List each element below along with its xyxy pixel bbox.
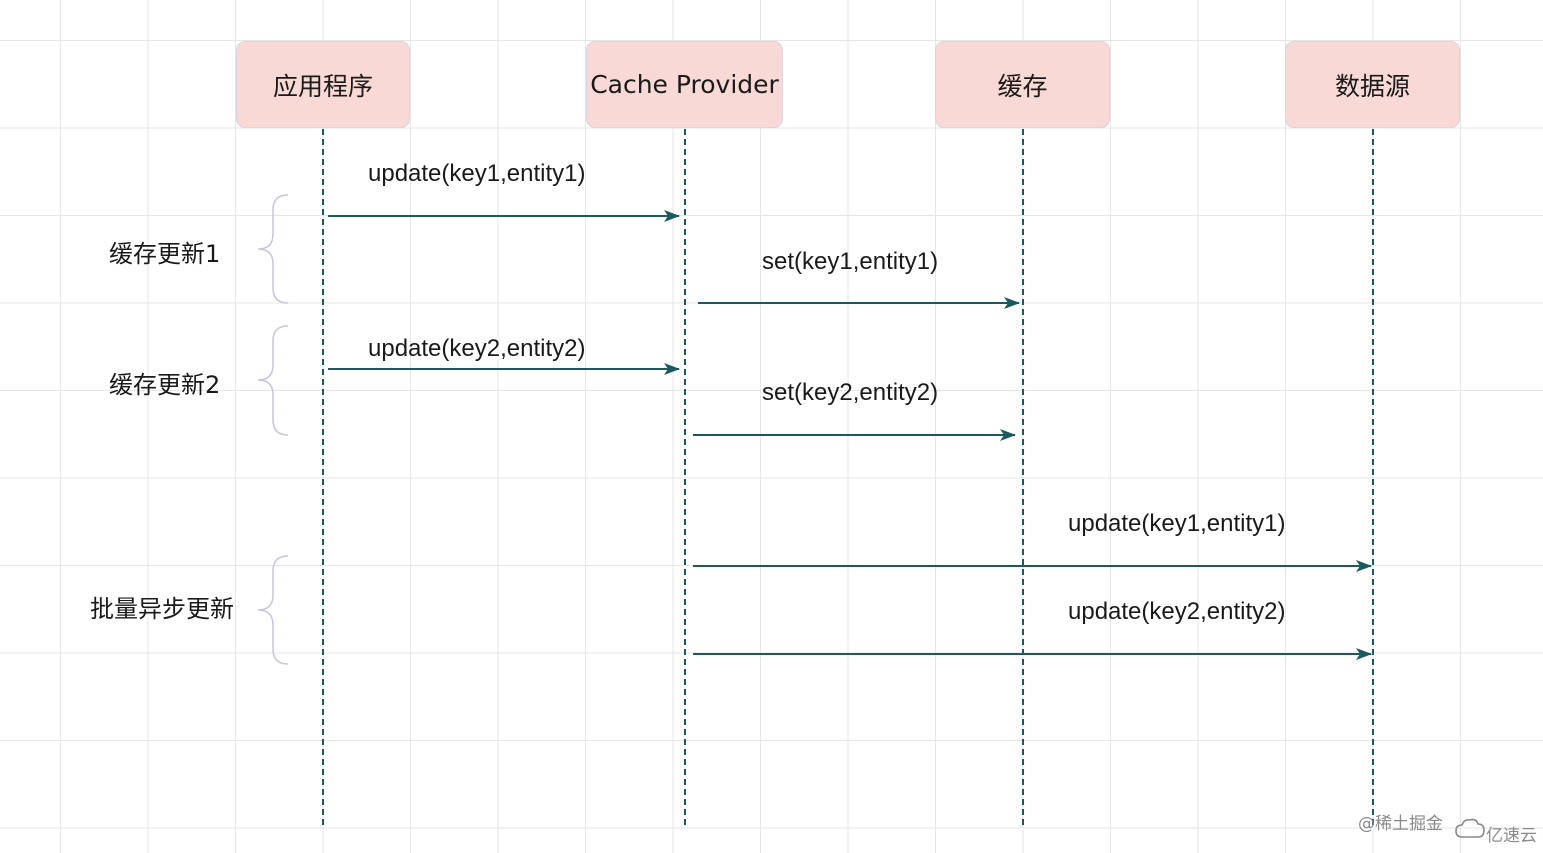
group-brace-2 bbox=[257, 325, 289, 436]
participant-cache-provider: Cache Provider bbox=[586, 41, 783, 128]
message-label-2: set(key1,entity1) bbox=[762, 248, 939, 275]
participant-cache-label: 缓存 bbox=[997, 71, 1048, 101]
watermark-juejin: @稀土掘金 bbox=[1358, 814, 1443, 834]
participant-datasource: 数据源 bbox=[1285, 41, 1460, 128]
message-label-4: set(key2,entity2) bbox=[762, 379, 939, 406]
participant-cache-provider-label: Cache Provider bbox=[590, 70, 779, 99]
group-brace-1 bbox=[257, 194, 289, 304]
group-brace-3 bbox=[257, 555, 289, 665]
message-label-3: update(key2,entity2) bbox=[368, 335, 586, 362]
group-label-3: 批量异步更新 bbox=[90, 595, 234, 623]
group-label-1: 缓存更新1 bbox=[109, 240, 221, 268]
cloud-logo-icon bbox=[1455, 818, 1485, 838]
message-label-1: update(key1,entity1) bbox=[368, 160, 586, 187]
watermark-yisu: 亿速云 bbox=[1486, 826, 1537, 846]
message-label-5: update(key1,entity1) bbox=[1068, 510, 1286, 537]
participant-app: 应用程序 bbox=[236, 41, 410, 128]
participant-cache: 缓存 bbox=[935, 41, 1110, 128]
participant-datasource-label: 数据源 bbox=[1334, 71, 1410, 101]
message-label-6: update(key2,entity2) bbox=[1068, 598, 1286, 625]
group-label-2: 缓存更新2 bbox=[109, 371, 221, 399]
participant-app-label: 应用程序 bbox=[272, 71, 373, 101]
